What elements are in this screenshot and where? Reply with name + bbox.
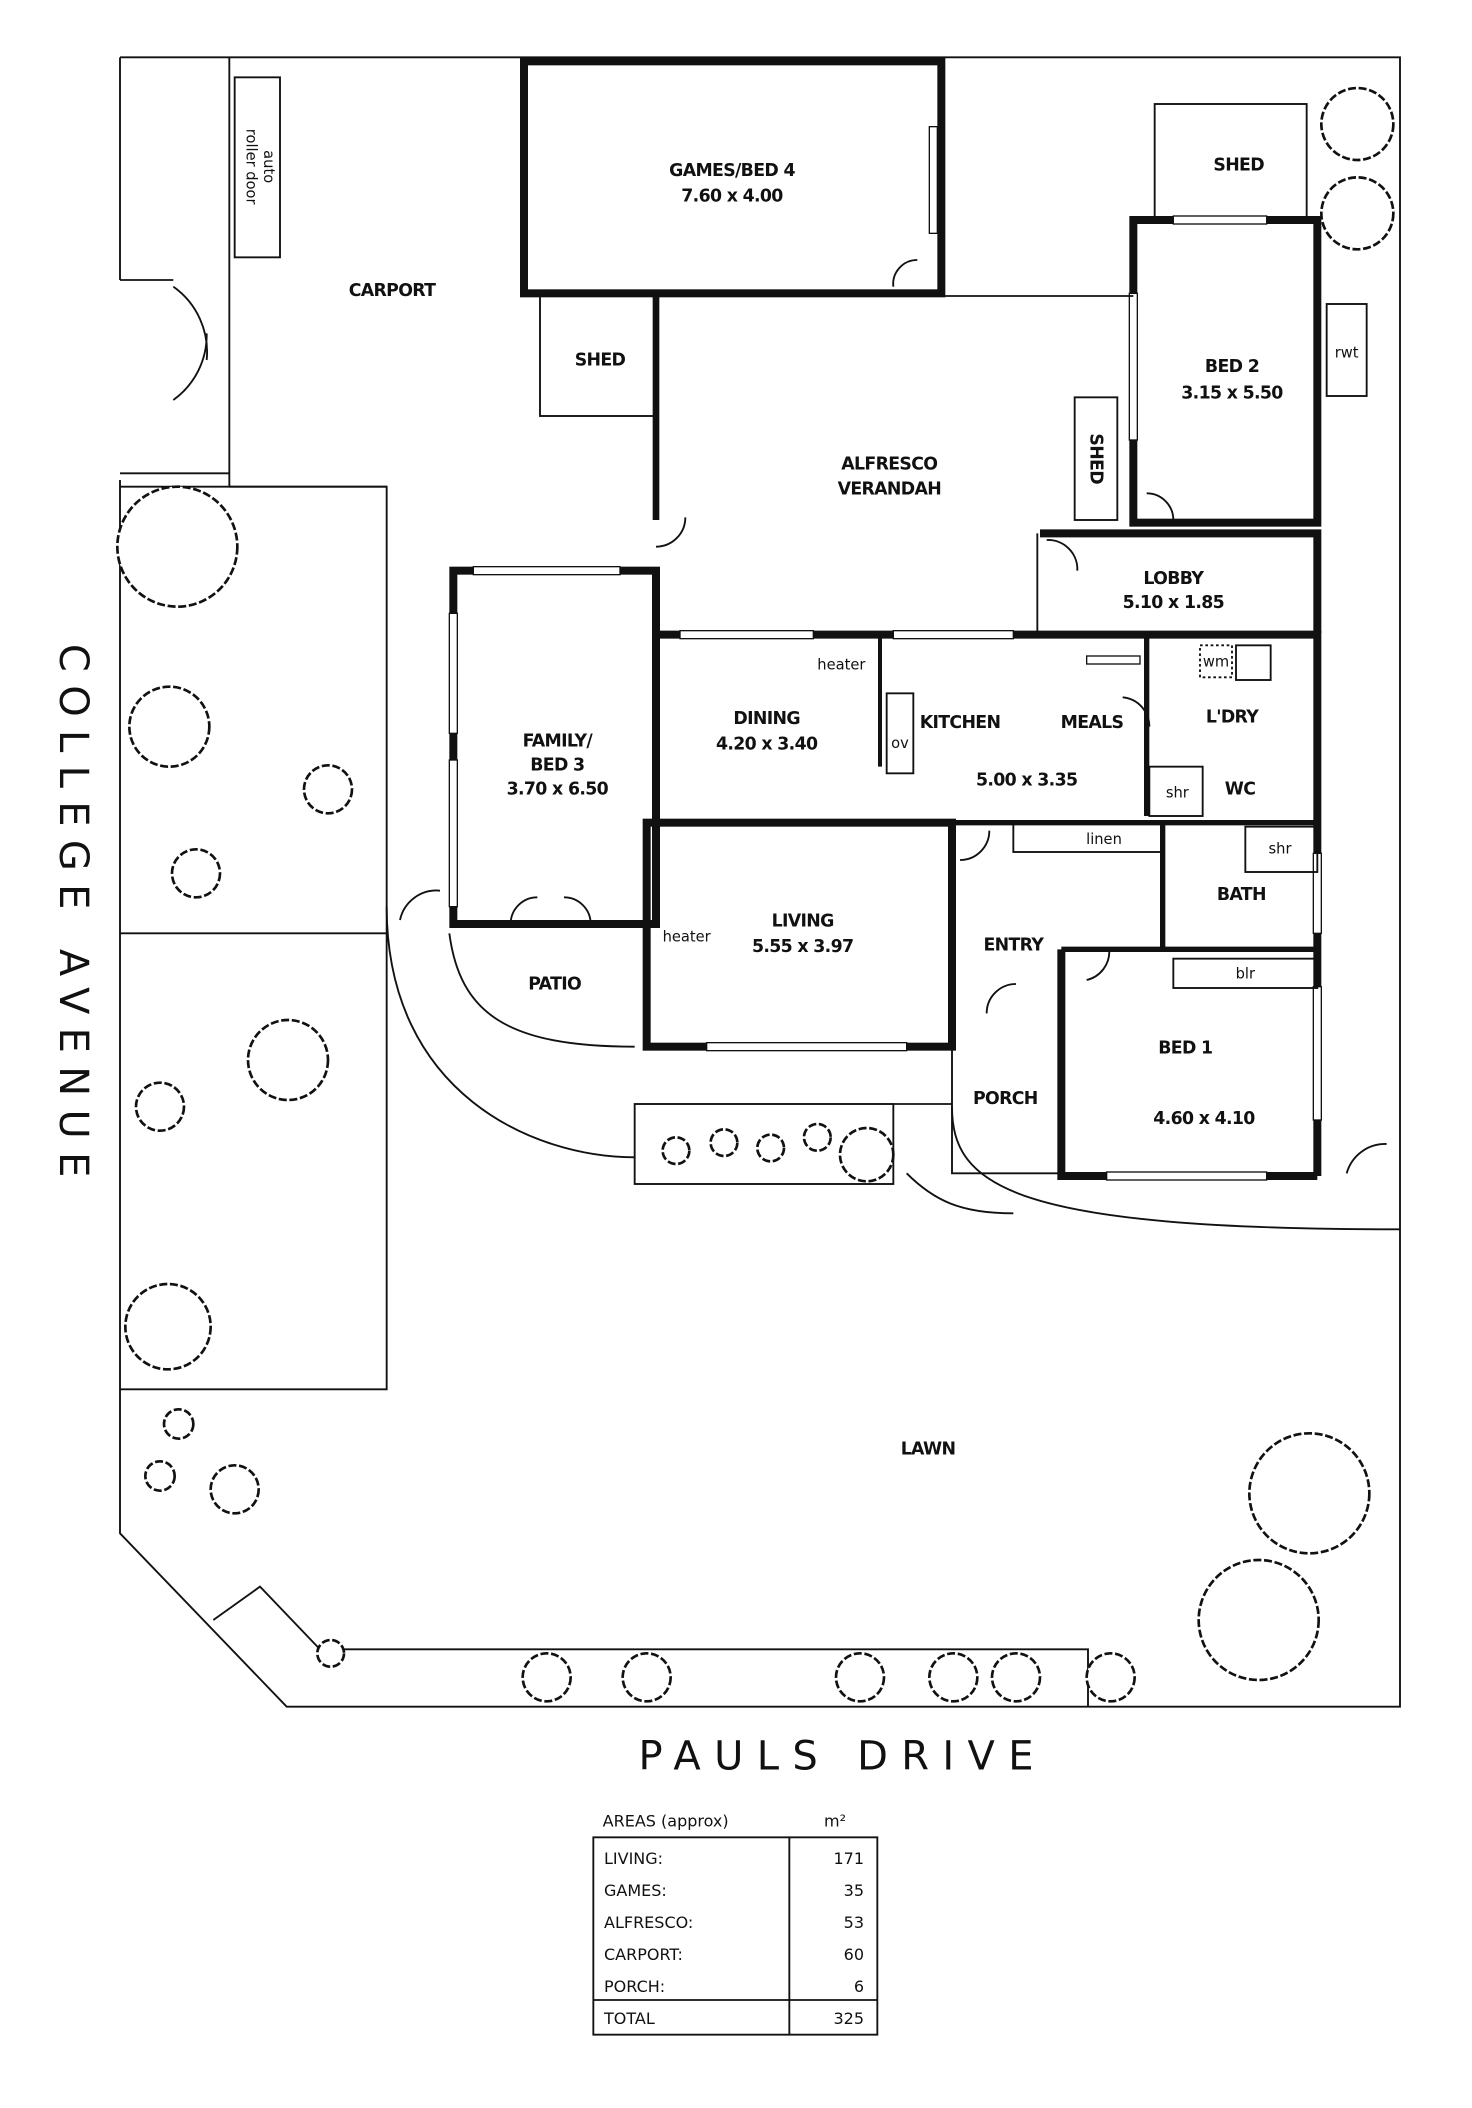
left-gardens [120,485,388,1391]
tree-icon [170,847,222,899]
family-dims: 3.70 x 6.50 [507,780,609,800]
rwt-label: rwt [1335,344,1359,361]
heater-living-label: heater [663,928,712,945]
laundry-label: L'DRY [1206,708,1259,728]
tree-icon [661,1135,691,1166]
shr-label-2: shr [1269,840,1293,857]
tree-icon [315,1638,346,1668]
tree-icon [134,1081,186,1132]
tree-icon [521,1652,572,1703]
bath-label: BATH [1217,885,1266,905]
areas-title: AREAS (approx) [603,1812,729,1831]
tree-icon [802,1122,832,1152]
area-value: 53 [844,1913,864,1932]
area-label: PORCH: [604,1977,665,1996]
shed-left-label: SHED [575,350,626,370]
blr-label: blr [1236,966,1256,983]
room-labels: GAMES/BED 4 7.60 x 4.00 SHED BED 2 3.15 … [243,129,1359,1460]
tree-icon [115,485,239,608]
games-room [520,57,946,298]
tree-icon [127,685,211,768]
tree-icon [1320,175,1395,251]
games-dims: 7.60 x 4.00 [681,186,783,206]
tree-icon [621,1652,672,1703]
living-dims: 5.55 x 3.97 [752,937,853,957]
area-label: CARPORT: [604,1945,683,1964]
tree-icon [246,1018,330,1102]
patio-label: PATIO [528,974,581,994]
tree-icon [162,1408,195,1440]
kitchen-label: KITCHEN [920,713,1001,733]
wm-label: wm [1203,654,1229,671]
meals-label: MEALS [1061,713,1124,733]
tree-icon [709,1127,739,1158]
house-walls [448,566,1322,1181]
bed1-dims: 4.60 x 4.10 [1153,1109,1255,1129]
tree-icon [209,1464,260,1515]
linen-label: linen [1086,831,1122,848]
wc-label: WC [1225,780,1256,800]
alfresco-label-1: ALFRESCO [841,454,937,474]
tree-icon [1197,1558,1320,1682]
auto-door-label-1: auto [260,150,277,183]
tree-icon [834,1652,886,1703]
lot-boundary [119,56,1401,1708]
areas-table: AREAS (approx) m² LIVING: 171 GAMES: 35 … [592,1812,879,2036]
dining-label: DINING [733,709,800,729]
trees [115,86,1395,1703]
entry-label: ENTRY [983,936,1044,956]
lawn-label: LAWN [901,1440,956,1460]
street-pauls-drive: PAULS DRIVE [639,1733,1047,1779]
area-value: 35 [844,1881,864,1900]
heater-dining-label: heater [817,656,866,673]
shed-top-label: SHED [1213,156,1264,176]
oven-label: ov [891,735,909,752]
tree-icon [124,1282,212,1371]
tree-icon [1085,1652,1136,1703]
tree-icon [1248,1432,1371,1555]
shed-small-label: SHED [1086,433,1106,484]
dining-dims: 4.20 x 3.40 [716,734,818,754]
shed-small [1073,396,1119,521]
meals-dims: 5.00 x 3.35 [976,770,1077,790]
area-label: GAMES: [604,1881,667,1900]
shr-label-1: shr [1166,784,1190,801]
family-label-1: FAMILY/ [523,732,594,752]
street-college-avenue: COLLEGE AVENUE [50,644,96,1191]
total-label: TOTAL [603,2009,655,2028]
living-label: LIVING [772,912,834,932]
lobby-dims: 5.10 x 1.85 [1123,593,1224,613]
area-value: 60 [844,1945,864,1964]
area-value: 6 [854,1977,864,1996]
bed1-label: BED 1 [1158,1038,1212,1058]
bed2-label: BED 2 [1205,357,1259,377]
tree-icon [302,763,354,815]
tree-icon [927,1652,979,1703]
rwt-tank [1325,303,1368,397]
carport-label: CARPORT [349,281,436,301]
tree-icon [1320,86,1395,162]
areas-unit: m² [824,1812,846,1831]
area-value: 171 [833,1849,864,1868]
tree-icon [838,1126,895,1183]
area-label: ALFRESCO: [604,1913,693,1932]
porch-label: PORCH [973,1089,1038,1109]
tree-icon [756,1133,786,1163]
tree-icon [990,1652,1042,1703]
area-label: LIVING: [604,1849,663,1868]
auto-roller-door [233,76,281,259]
games-label: GAMES/BED 4 [669,161,795,181]
alfresco-label-2: VERANDAH [838,480,941,500]
total-value: 325 [833,2009,864,2028]
tree-icon [144,1460,176,1492]
lobby-label: LOBBY [1143,569,1204,589]
auto-door-label-2: roller door [243,129,260,206]
family-label-2: BED 3 [530,756,584,776]
bed2-dims: 3.15 x 5.50 [1181,384,1283,404]
